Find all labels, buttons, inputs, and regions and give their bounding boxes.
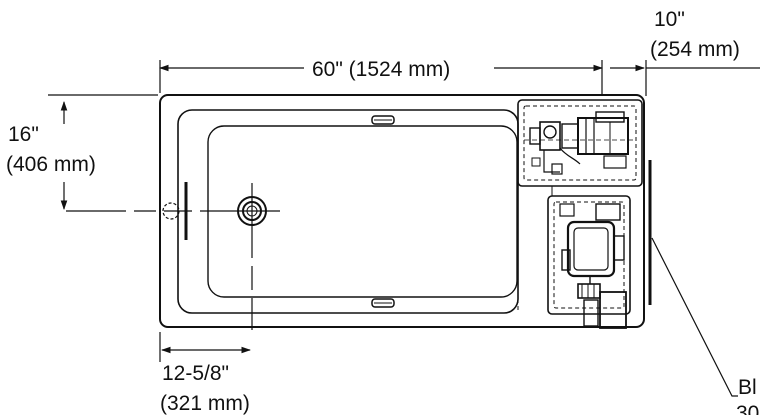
heater-pump-unit [524,111,636,175]
depth-dimension-imperial: 16" [8,123,39,146]
motor-unit [559,203,627,329]
clearance-dimension [610,60,760,96]
clearance-dimension-metric: (254 mm) [650,38,740,61]
clearance-dimension-imperial: 10" [654,8,685,31]
bottom-jet-fitting [371,298,395,308]
width-dimension-label: 60" (1524 mm) [312,58,450,81]
drain-offset-imperial: 12-5/8" [162,362,229,385]
callout-leader [651,237,738,397]
callout-label-line2: 30 [736,402,759,415]
drain-centerlines [66,183,280,330]
width-dimension [159,60,603,96]
depth-dimension-metric: (406 mm) [6,153,96,176]
depth-dimension [48,94,158,210]
equipment-upper-box [517,99,643,187]
callout-label-line1: Bl [738,376,757,399]
top-jet-fitting [371,115,395,125]
drain-offset-dimension [159,332,251,362]
bath-outer-rim [159,94,645,328]
drain-offset-metric: (321 mm) [160,392,250,415]
